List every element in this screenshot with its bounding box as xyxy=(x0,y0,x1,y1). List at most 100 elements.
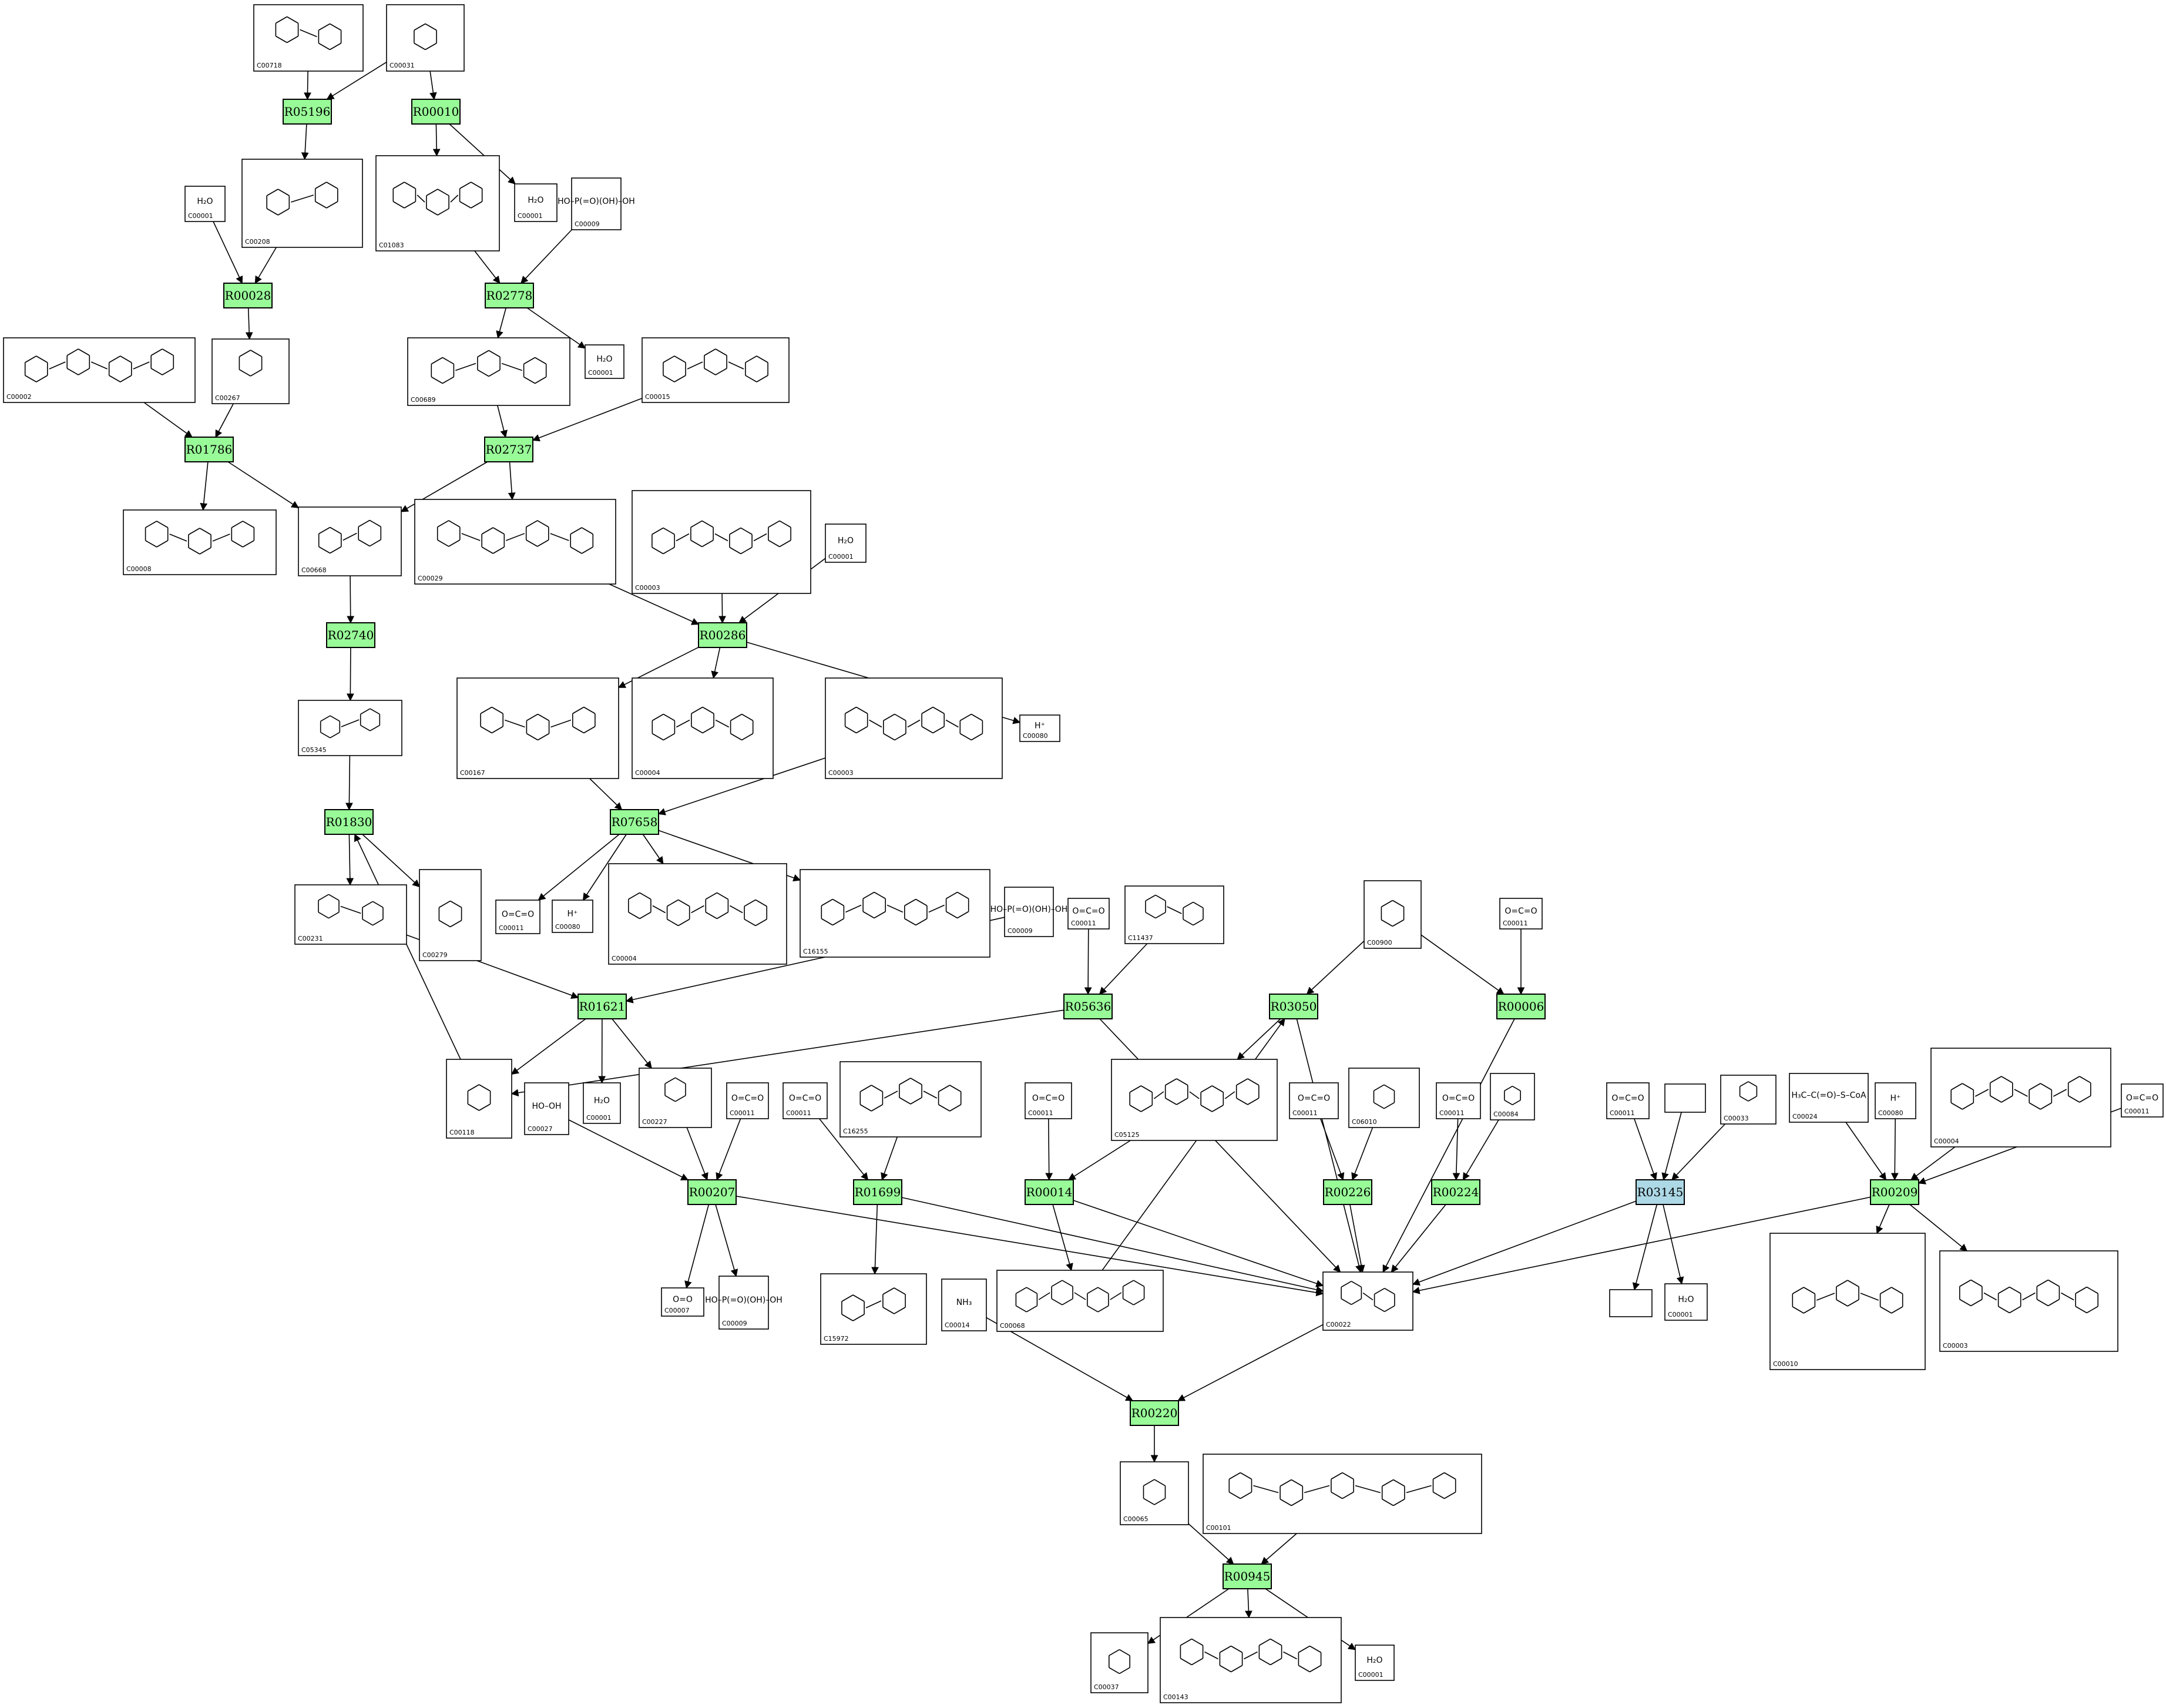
compound-node-c00231[interactable]: C00231 xyxy=(294,884,407,945)
reaction-node-R03050[interactable]: R03050 xyxy=(1269,994,1318,1019)
compound-box xyxy=(1203,1454,1482,1534)
compound-node-c00004a[interactable]: C00004 xyxy=(632,677,774,779)
compound-code: C00689 xyxy=(411,396,436,404)
compound-node-c00900[interactable]: C00900 xyxy=(1364,880,1422,949)
reaction-node-R00224[interactable]: R00224 xyxy=(1431,1179,1480,1205)
compound-node-c00167[interactable]: C00167 xyxy=(456,677,619,779)
compound-node-c00004c[interactable]: C00004 xyxy=(1930,1048,2111,1147)
compound-node-c00080b[interactable]: H⁺C00080 xyxy=(552,900,593,933)
compound-node-c00084[interactable]: C00084 xyxy=(1490,1073,1535,1120)
reaction-node-R00010[interactable]: R00010 xyxy=(411,99,461,125)
compound-node-c00010[interactable]: C00010 xyxy=(1769,1233,1926,1370)
reaction-node-R05636[interactable]: R05636 xyxy=(1063,994,1113,1019)
reaction-node-R02737[interactable]: R02737 xyxy=(484,437,533,462)
edge xyxy=(736,1196,1324,1297)
compound-node-c16255[interactable]: C16255 xyxy=(839,1061,982,1137)
compound-node-blank2[interactable] xyxy=(1609,1289,1653,1317)
reaction-node-R03145[interactable]: R03145 xyxy=(1636,1179,1685,1205)
reaction-node-R00014[interactable]: R00014 xyxy=(1025,1179,1074,1205)
compound-node-blank1[interactable] xyxy=(1664,1083,1706,1113)
compound-node-c00689[interactable]: C00689 xyxy=(407,337,570,406)
reaction-node-R02778[interactable]: R02778 xyxy=(485,283,534,308)
compound-node-c00003b[interactable]: C00003 xyxy=(825,677,1003,779)
compound-node-c00101[interactable]: C00101 xyxy=(1203,1454,1482,1534)
compound-node-c00143[interactable]: C00143 xyxy=(1160,1617,1342,1703)
compound-node-c00004b[interactable]: C00004 xyxy=(608,863,787,965)
compound-code: C00009 xyxy=(722,1320,747,1327)
reaction-node-R01699[interactable]: R01699 xyxy=(853,1179,902,1205)
reaction-node-R00945[interactable]: R00945 xyxy=(1223,1563,1272,1589)
reaction-node-R00028[interactable]: R00028 xyxy=(223,283,273,308)
compound-node-c00118[interactable]: C00118 xyxy=(446,1059,512,1139)
compound-node-c01083[interactable]: C01083 xyxy=(375,155,500,251)
edge-R00224-c00022 xyxy=(1391,1204,1446,1273)
compound-node-c00065[interactable]: C00065 xyxy=(1120,1461,1189,1525)
reaction-node-R00207[interactable]: R00207 xyxy=(687,1179,737,1205)
reaction-node-R01786[interactable]: R01786 xyxy=(184,437,234,462)
compound-node-c05345[interactable]: C05345 xyxy=(298,700,402,756)
compound-node-c06010[interactable]: C06010 xyxy=(1348,1068,1420,1128)
compound-node-c15972[interactable]: C15972 xyxy=(820,1273,927,1345)
compound-node-c00080c[interactable]: H⁺C00080 xyxy=(1875,1082,1916,1119)
compound-node-c00718[interactable]: C00718 xyxy=(253,4,364,72)
reaction-node-R00226[interactable]: R00226 xyxy=(1323,1179,1372,1205)
compound-node-c00022[interactable]: C00022 xyxy=(1322,1271,1413,1331)
reaction-node-R00220[interactable]: R00220 xyxy=(1130,1400,1179,1426)
edge xyxy=(497,405,508,438)
compound-node-c00033[interactable]: C00033 xyxy=(1720,1075,1777,1125)
compound-node-c00208[interactable]: C00208 xyxy=(241,159,363,248)
compound-node-c11437[interactable]: C11437 xyxy=(1124,885,1224,944)
compound-node-c00003a[interactable]: C00003 xyxy=(632,490,811,594)
reaction-node-R02740[interactable]: R02740 xyxy=(326,622,375,648)
reaction-node-R00209[interactable]: R00209 xyxy=(1870,1179,1919,1205)
compound-node-c00037[interactable]: C00037 xyxy=(1090,1632,1149,1693)
compound-node-c00227[interactable]: C00227 xyxy=(639,1068,712,1128)
reaction-node-R01830[interactable]: R01830 xyxy=(324,809,374,835)
compound-node-c00015[interactable]: C00015 xyxy=(642,337,790,403)
reaction-node-R00006[interactable]: R00006 xyxy=(1496,994,1546,1019)
compound-code: C00208 xyxy=(245,238,270,246)
reaction-node-R00286[interactable]: R00286 xyxy=(698,622,747,648)
compound-node-c00267[interactable]: C00267 xyxy=(211,338,290,404)
compound-node-c00029[interactable]: C00029 xyxy=(414,499,616,585)
compound-node-c00279[interactable]: C00279 xyxy=(419,869,482,961)
compound-formula: NH₃ xyxy=(956,1298,972,1307)
compound-node-c16155[interactable]: C16155 xyxy=(800,869,990,958)
compound-node-c00080a[interactable]: H⁺C00080 xyxy=(1019,714,1060,742)
compound-node-c05125[interactable]: C05125 xyxy=(1111,1059,1278,1141)
reaction-node-R07658[interactable]: R07658 xyxy=(610,809,659,835)
compound-node-c00002[interactable]: C00002 xyxy=(3,337,196,403)
reaction-node-R05196[interactable]: R05196 xyxy=(283,99,332,125)
compound-node-c00031[interactable]: C00031 xyxy=(386,4,465,72)
compound-node-c00068[interactable]: C00068 xyxy=(996,1270,1164,1332)
compound-code: C05345 xyxy=(301,746,327,754)
reaction-node-R01621[interactable]: R01621 xyxy=(577,994,627,1019)
compound-node-c00003c[interactable]: C00003 xyxy=(1939,1250,2118,1352)
compound-node-c00668[interactable]: C00668 xyxy=(298,506,402,576)
compound-node-c00008[interactable]: C00008 xyxy=(123,509,277,575)
